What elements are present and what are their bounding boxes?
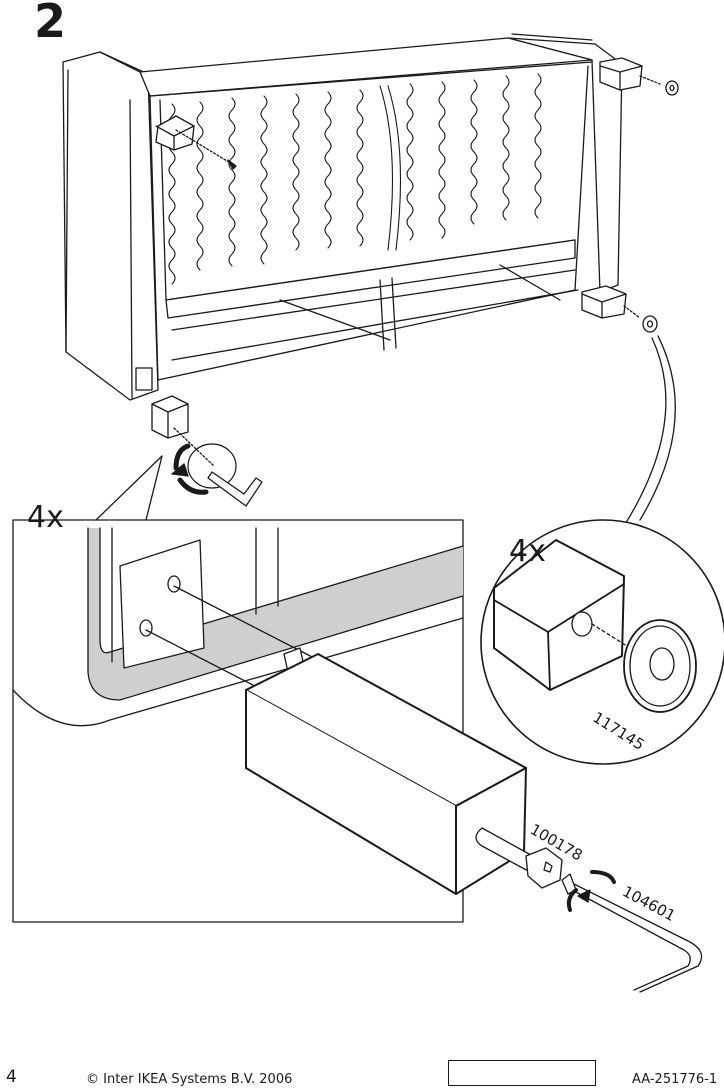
leg-top-right [599,57,679,96]
footer-empty-box [448,1060,596,1086]
detail-callout-left [12,455,703,993]
sofa-frame [62,33,623,401]
document-code: AA-251776-1 [632,1072,718,1087]
leg-top-left [155,115,237,170]
leg-bottom-left [151,395,263,507]
copyright-notice: © Inter IKEA Systems B.V. 2006 [86,1072,293,1087]
step-number: 2 [34,0,66,48]
page-number: 4 [6,1067,17,1087]
leg-bottom-right [581,285,658,333]
quantity-label-left: 4x [27,500,64,535]
magnify-callout-icon [480,335,724,765]
quantity-label-right: 4x [509,534,546,569]
springs [168,73,542,285]
allen-key-icon [207,471,263,507]
rotate-arrow-icon [171,443,237,495]
